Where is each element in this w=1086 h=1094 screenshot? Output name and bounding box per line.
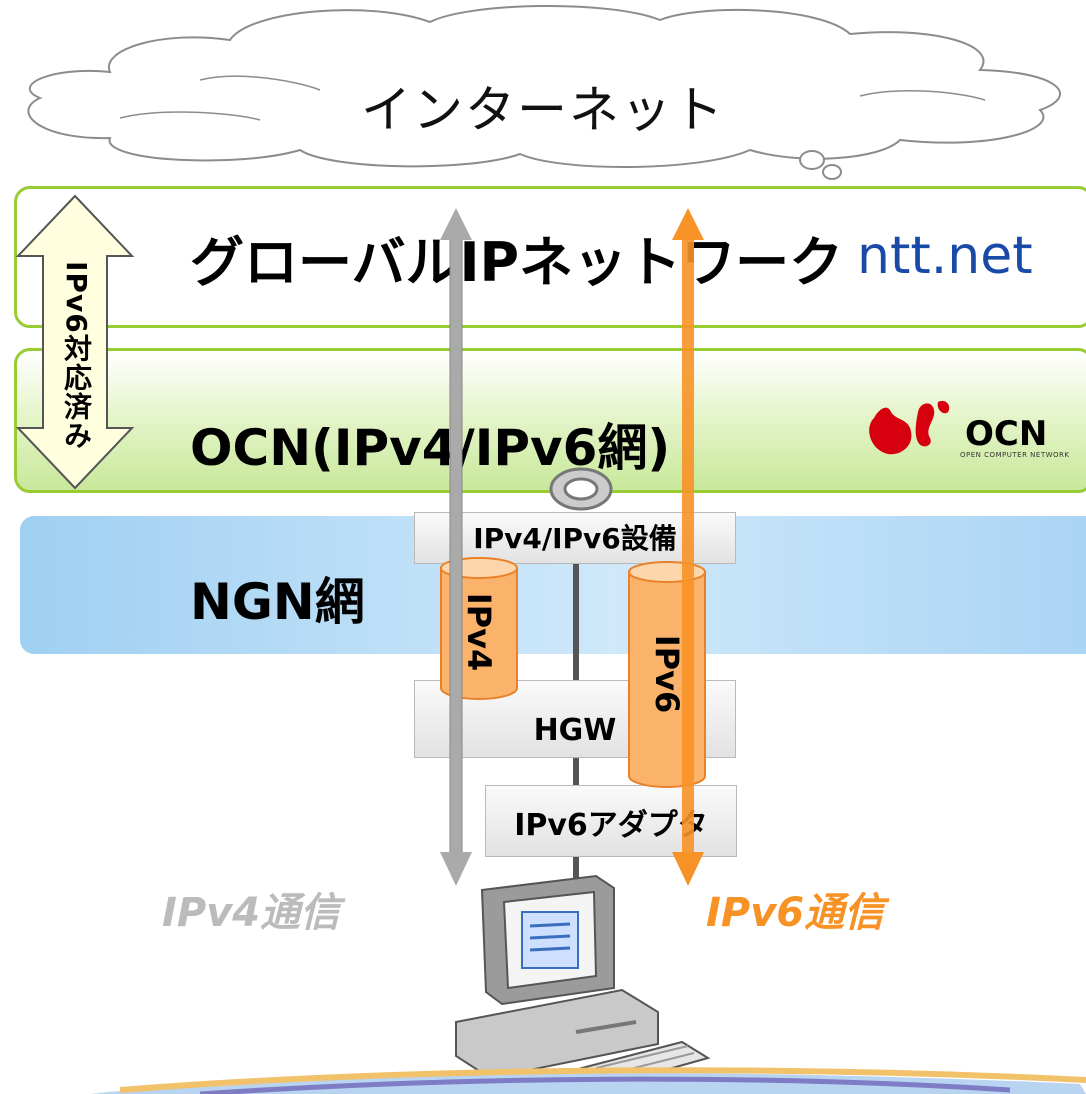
ipv4-path-arrow [440,208,472,886]
ntt-net-logo: ntt.net [857,226,1033,286]
bottom-swoosh-decoration [90,1067,1086,1094]
internet-cloud [27,5,1061,180]
ocn-logo: OCN [965,414,1048,454]
ocn-logo-subtitle: OPEN COMPUTER NETWORK [960,451,1070,459]
ipv6-adapter-box: IPv6アダプタ [485,785,737,857]
ngn-title: NGN網 [190,573,365,631]
ocn-band [14,348,1086,493]
ipv4-communication-label: IPv4通信 [162,890,341,936]
ocn-title: OCN(IPv4/IPv6網) [190,419,671,477]
ocn-logo-icon [869,400,950,455]
ipv6-ready-label: IPv6対応済み [60,260,93,450]
internet-label: インターネット [361,81,725,139]
ipv6-ready-arrow [15,194,135,490]
connection-point-icon [549,467,613,511]
global-ip-network-band [14,186,1086,328]
ipv6-path-arrow [672,208,704,886]
global-network-title: グローバルIPネットワーク [190,231,844,294]
ipv6-communication-label: IPv6通信 [706,890,885,936]
